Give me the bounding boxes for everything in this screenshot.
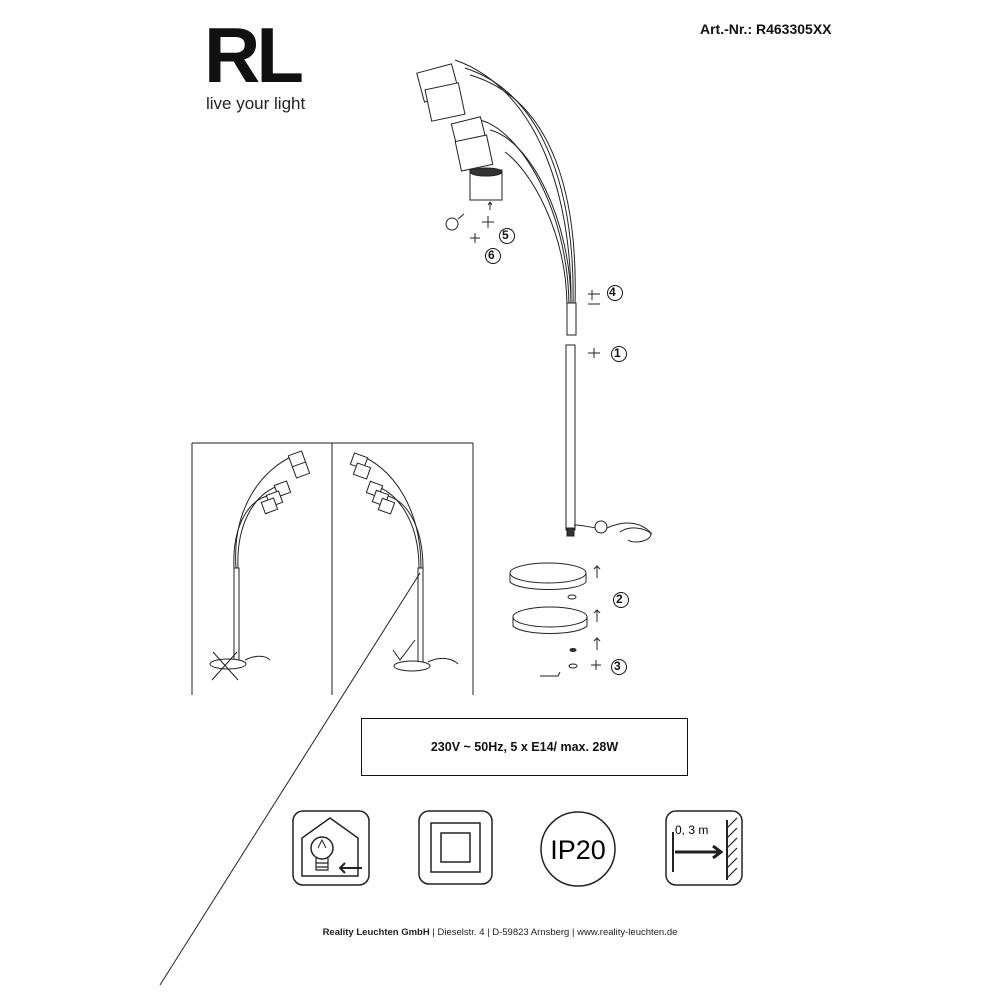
step-number: 4 [609,285,616,299]
protection-class-ii-icon [418,810,493,885]
step-number: 2 [616,592,623,606]
footer-website[interactable]: www.reality-leuchten.de [577,927,678,938]
step-number: 1 [614,346,621,360]
ip20-icon: IP20 [540,811,616,887]
bulb-replaceable-icon [292,810,370,886]
footer-city: D-59823 Arnsberg [492,927,570,938]
step-4-label: 4 [609,285,616,299]
step-1-circle [611,346,627,362]
step-number: 3 [614,659,621,673]
spec-text: 230V ~ 50Hz, 5 x E14/ max. 28W [430,740,619,754]
footer-separator: | [487,927,493,938]
step-6-label: 6 [488,248,495,262]
footer-separator: | [432,927,438,938]
step-1-label: 1 [614,346,621,360]
footer: Reality Leuchten GmbH | Dieselstr. 4 | D… [0,927,1000,938]
step-2-label: 2 [616,592,623,606]
step-6-circle [485,248,501,264]
step-3-label: 3 [614,659,621,673]
brand-tagline: live your light [206,94,306,113]
article-number: Art.-Nr.: R463305XX [700,21,832,37]
step-5-label: 5 [502,228,509,242]
electrical-spec: 230V ~ 50Hz, 5 x E14/ max. 28W [361,718,688,776]
step-2-circle [613,592,629,608]
step-5-circle [499,228,515,244]
footer-separator: | [571,927,578,938]
step-3-circle [611,659,627,675]
min-distance-icon: 0, 3 m [665,810,743,886]
footer-address: Dieselstr. 4 [437,927,485,938]
footer-company: Reality Leuchten GmbH [322,927,430,938]
step-4-circle [607,285,623,301]
ip-rating-text: IP20 [550,835,606,865]
step-number: 6 [488,248,495,262]
lamp-shade [416,63,503,201]
brand-logo: RL [204,11,304,99]
distance-text: 0, 3 m [675,823,708,837]
step-number: 5 [502,228,509,242]
